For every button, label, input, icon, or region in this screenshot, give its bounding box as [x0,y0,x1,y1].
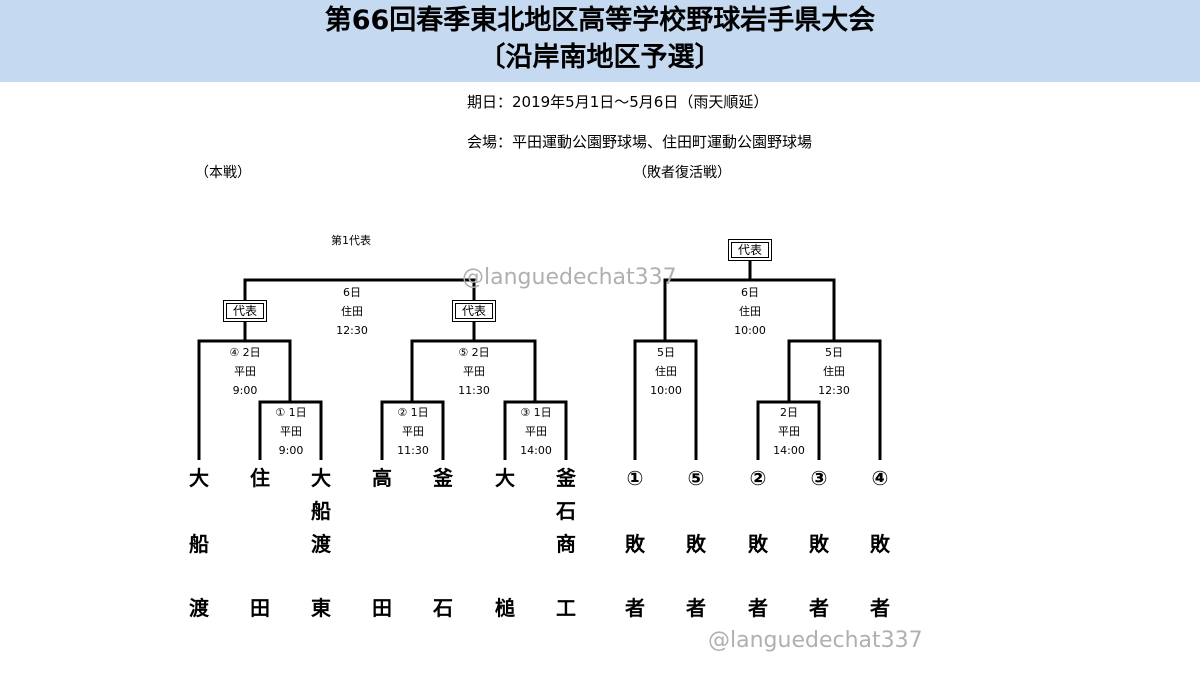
loser-slot-char: 者 [686,596,706,620]
team-name-char: 大 [311,466,331,490]
loser-slot-char: 敗 [686,532,706,556]
loser-slot-char: 者 [625,596,645,620]
team-name-char: 住 [250,466,270,490]
team-name-char: 東 [311,596,331,620]
team-name-char: 商 [556,532,576,556]
loser-slot-char: 敗 [748,532,768,556]
team-name-char: 石 [433,596,453,620]
page-title: 第66回春季東北地区高等学校野球岩手県大会 [324,5,876,36]
venue-text: 会場：平田運動公園野球場、住田町運動公園野球場 [467,133,813,151]
team-name-char: 渡 [311,532,331,556]
loser-slot-char: 者 [809,596,829,620]
first-rep-label: 第1代表 [331,234,371,247]
team-name-char: 高 [372,466,392,490]
team-name-char: 工 [556,596,576,620]
rep-box-left: 代表 [222,300,268,322]
main-bracket-heading: （本戦） [195,165,251,181]
loser-slot-char: 敗 [870,532,890,556]
team-name-char: 釜 [556,466,576,490]
rep-box-right: 代表 [451,300,497,322]
team-name-char: 田 [250,596,270,620]
team-name-char: 槌 [495,596,515,620]
loser-slot-char: ④ [871,466,889,490]
watermark: @languedechat337 [708,628,923,653]
team-name-char: 大 [189,466,209,490]
loser-slot-char: 者 [870,596,890,620]
rep-top-box: 代表 [727,239,773,261]
loser-slot-char: 敗 [625,532,645,556]
dates-text: 期日：2019年5月1日～5月6日（雨天順延） [467,93,769,111]
watermark: @languedechat337 [462,265,677,290]
loser-slot-char: ⑤ [687,466,705,490]
loser-slot-char: ② [749,466,767,490]
loser-slot-char: 者 [748,596,768,620]
team-name-char: 大 [495,466,515,490]
team-name-char: 渡 [189,596,209,620]
loser-slot-char: ③ [810,466,828,490]
team-name-char: 釜 [433,466,453,490]
team-name-char: 田 [372,596,392,620]
page-subtitle: 〔沿岸南地区予選〕 [478,42,722,73]
loser-slot-char: 敗 [809,532,829,556]
repechage-heading: （敗者復活戦） [633,165,731,181]
loser-slot-char: ① [626,466,644,490]
team-name-char: 船 [189,532,209,556]
title-banner: 第66回春季東北地区高等学校野球岩手県大会 〔沿岸南地区予選〕 [0,0,1200,82]
team-name-char: 石 [556,499,576,523]
team-name-char: 船 [311,499,331,523]
